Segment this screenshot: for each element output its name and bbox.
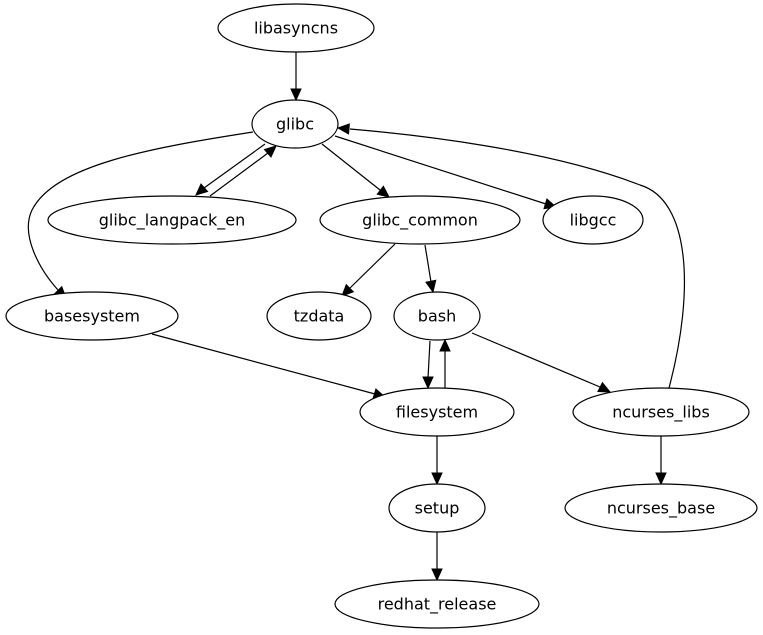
edge-bash-to-filesystem — [422, 340, 434, 390]
edge-line — [209, 152, 269, 197]
node-label: libasyncns — [254, 19, 338, 38]
node-label: ncurses_base — [607, 499, 715, 519]
node-label: tzdata — [294, 307, 345, 326]
edges-layer — [27, 52, 686, 582]
node-basesystem: basesystem — [5, 291, 179, 341]
arrowhead-icon — [341, 283, 355, 297]
node-glibc-common: glibc_common — [319, 195, 521, 245]
edge-bash-to-ncurses-libs — [471, 332, 612, 393]
node-label: glibc — [276, 115, 314, 134]
node-shape — [542, 195, 644, 245]
node-ncurses-base: ncurses_base — [564, 483, 758, 533]
arrowhead-icon — [336, 123, 350, 135]
node-setup: setup — [388, 483, 486, 533]
arrowhead-icon — [422, 376, 434, 390]
edge-libasyncns-to-glibc — [290, 52, 302, 102]
node-bash: bash — [393, 291, 481, 341]
node-label: filesystem — [396, 403, 478, 422]
node-tzdata: tzdata — [266, 291, 372, 341]
edge-line — [203, 143, 266, 189]
node-shape — [217, 3, 375, 53]
node-label: bash — [418, 307, 456, 326]
edge-line — [27, 131, 254, 291]
arrowhead-icon — [431, 568, 443, 582]
node-libgcc: libgcc — [542, 195, 644, 245]
edge-line — [151, 333, 376, 395]
node-redhat-release: redhat_release — [334, 579, 540, 629]
node-label: ncurses_libs — [612, 403, 710, 423]
edge-ncurses-libs-to-ncurses-base — [655, 436, 667, 486]
edge-line — [321, 143, 381, 191]
edge-setup-to-redhat-release — [431, 532, 443, 582]
edge-line — [334, 135, 547, 205]
edge-glibc-to-glibc-common — [321, 143, 390, 198]
node-label: basesystem — [44, 307, 140, 326]
node-label: setup — [415, 499, 460, 518]
node-shape — [334, 579, 540, 629]
node-shape — [47, 195, 297, 245]
node-shape — [564, 483, 758, 533]
arrowhead-icon — [597, 381, 612, 393]
arrowhead-icon — [195, 183, 209, 196]
arrowhead-icon — [290, 88, 302, 102]
node-glibc-langpack-en: glibc_langpack_en — [47, 195, 297, 245]
arrowhead-icon — [431, 472, 443, 486]
arrowhead-icon — [425, 279, 437, 294]
edge-glibc-langpack-en-to-glibc — [209, 145, 277, 197]
node-glibc: glibc — [251, 99, 339, 149]
edge-line — [427, 340, 431, 379]
node-label: redhat_release — [378, 595, 497, 615]
node-ncurses-libs: ncurses_libs — [572, 387, 750, 437]
edge-ncurses-libs-to-glibc — [336, 123, 686, 389]
node-label: glibc_common — [362, 211, 478, 231]
node-shape — [319, 195, 521, 245]
edge-filesystem-to-bash — [439, 338, 451, 388]
arrowhead-icon — [376, 185, 390, 198]
node-label: glibc_langpack_en — [99, 211, 246, 231]
node-shape — [251, 99, 339, 149]
node-shape — [393, 291, 481, 341]
node-filesystem: filesystem — [359, 387, 515, 437]
edge-line — [349, 243, 396, 289]
node-shape — [359, 387, 515, 437]
edge-line — [471, 332, 601, 388]
edge-glibc-common-to-tzdata — [341, 243, 396, 297]
node-shape — [266, 291, 372, 341]
edge-glibc-to-glibc-langpack-en — [195, 143, 266, 196]
edge-basesystem-to-filesystem — [151, 333, 387, 400]
node-shape — [572, 387, 750, 437]
arrowhead-icon — [263, 145, 277, 158]
arrowhead-icon — [439, 338, 451, 352]
node-shape — [5, 291, 179, 341]
edge-glibc-common-to-bash — [424, 244, 437, 294]
edge-filesystem-to-setup — [431, 436, 443, 486]
nodes-layer: libasyncns glibc glibc_langpack_en glibc_co… — [5, 3, 758, 629]
edge-line — [424, 244, 432, 283]
node-label: libgcc — [570, 211, 617, 230]
node-libasyncns: libasyncns — [217, 3, 375, 53]
arrowhead-icon — [655, 472, 667, 486]
node-shape — [388, 483, 486, 533]
edge-line — [349, 128, 686, 389]
